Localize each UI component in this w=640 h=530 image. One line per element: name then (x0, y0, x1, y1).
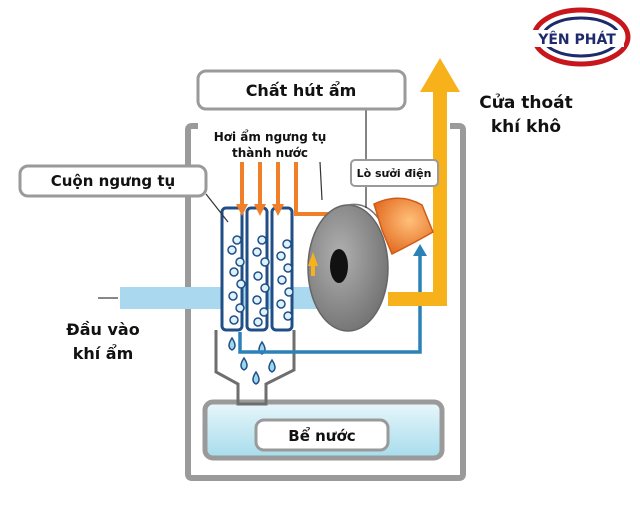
arrow-icon (420, 58, 460, 92)
condensed-vapor-label-line1: Hơi ẩm ngưng tụ (214, 129, 327, 144)
coil-droplets (227, 235, 294, 327)
condenser-coil (220, 206, 294, 385)
desiccant-wheel (307, 203, 389, 332)
heater-label: Lò sưởi điện (357, 167, 432, 180)
condenser-label: Cuộn ngưng tụ (51, 172, 175, 190)
dry-air-outlet-label-line1: Cửa thoát (479, 93, 572, 113)
dry-air-outlet-label-line2: khí khô (491, 117, 561, 137)
dry-air-outlet-arrow (388, 58, 460, 306)
water-tank-label: Bể nước (288, 426, 355, 445)
wheel-hub (330, 249, 348, 283)
drain-funnel (214, 330, 296, 406)
wheel-rise-tail (311, 264, 315, 276)
dry-air-band (388, 90, 447, 306)
arrow-icon (254, 204, 266, 216)
leader-lines (205, 109, 367, 223)
heater-label-box (350, 159, 439, 187)
logo-band (530, 30, 624, 47)
condensed-vapor-label-bg (216, 128, 326, 162)
desiccant-label: Chất hút ẩm (246, 81, 357, 100)
condenser-label-box (18, 164, 208, 198)
water-tank: Bể nước (202, 399, 445, 461)
arrow-icon (236, 204, 248, 216)
arrow-icon (272, 204, 284, 216)
arrow-icon (413, 244, 427, 256)
humid-air-inlet-label-line1: Đầu vào (66, 320, 139, 339)
housing (185, 123, 466, 481)
logo-text: YÊN PHÁT (537, 31, 616, 48)
electric-heater (373, 197, 434, 256)
wheel-front (307, 204, 389, 332)
condensed-vapor-label-line2: thành nước (232, 146, 308, 160)
humid-air-inlet-label-line2: khí ẩm (73, 344, 134, 363)
brand-logo: YÊN PHÁT (530, 7, 631, 67)
arrow-icon (308, 252, 318, 266)
droplet-icon (228, 336, 276, 385)
water-tank-label-box (254, 418, 390, 452)
desiccant-label-box (196, 69, 407, 111)
